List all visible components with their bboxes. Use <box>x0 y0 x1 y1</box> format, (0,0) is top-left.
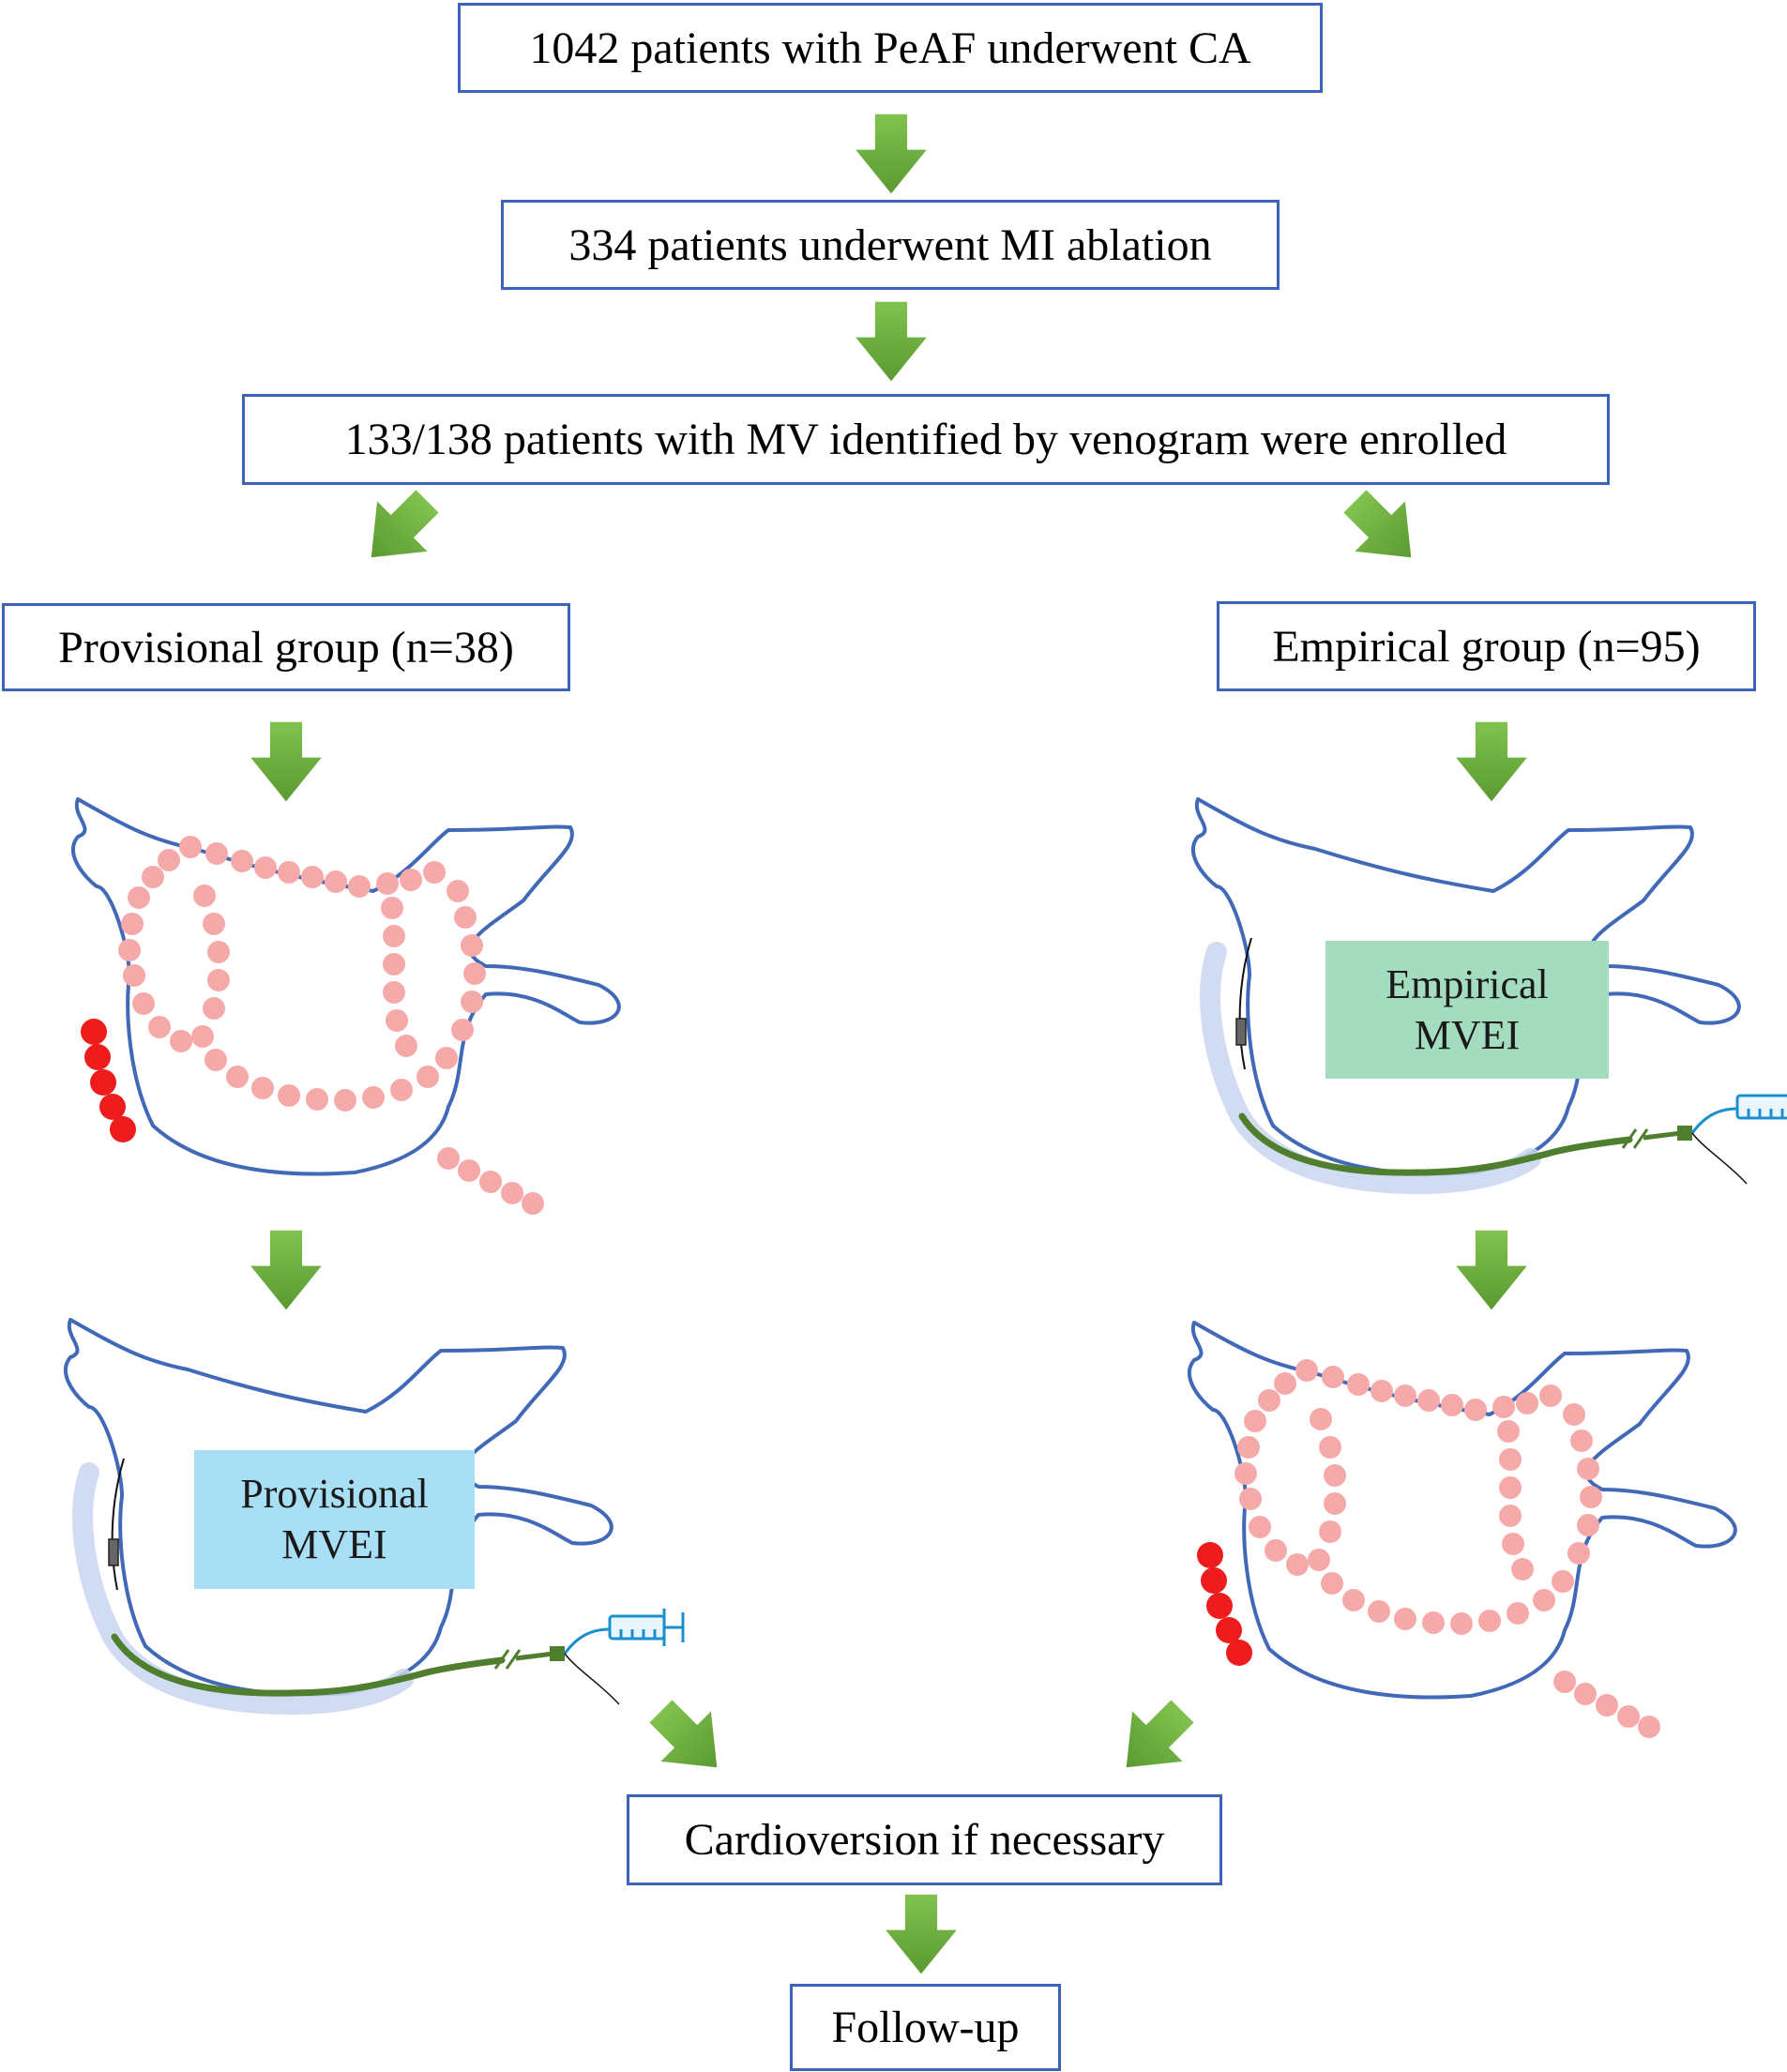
arrow-down-1 <box>856 113 927 194</box>
provisional-ablation-atrium <box>70 797 621 1217</box>
provisional-mvei-line1: Provisional <box>240 1471 429 1517</box>
step-mv-enrolled: 133/138 patients with MV identified by v… <box>242 394 1610 485</box>
arrow-down-2 <box>856 301 927 382</box>
step-mi-ablation: 334 patients underwent MI ablation <box>501 200 1280 290</box>
empirical-ablation-atrium <box>1187 1321 1737 1740</box>
cardioversion-box: Cardioversion if necessary <box>627 1794 1222 1885</box>
followup-box: Follow-up <box>790 1984 1061 2071</box>
arrow-to-followup <box>886 1894 957 1974</box>
empirical-mvei-line2: MVEI <box>1414 1011 1521 1058</box>
empirical-mvei-label: Empirical MVEI <box>1325 941 1609 1079</box>
arrow-provisional-2 <box>250 1230 322 1310</box>
step-ca-patients: 1042 patients with PeAF underwent CA <box>458 3 1323 93</box>
arrow-empirical-1 <box>1456 721 1527 802</box>
provisional-mvei-label: Provisional MVEI <box>194 1450 475 1589</box>
provisional-mvei-line2: MVEI <box>281 1521 387 1567</box>
provisional-group-box: Provisional group (n=38) <box>2 603 570 691</box>
arrow-provisional-to-cardioversion <box>635 1686 743 1793</box>
empirical-mvei-line1: Empirical <box>1386 960 1549 1007</box>
arrow-provisional-1 <box>250 721 322 802</box>
arrow-empirical-2 <box>1456 1230 1527 1310</box>
arrow-to-empirical <box>1329 476 1437 583</box>
arrow-to-provisional <box>345 476 453 583</box>
empirical-group-box: Empirical group (n=95) <box>1217 601 1756 691</box>
arrow-empirical-to-cardioversion <box>1100 1686 1208 1793</box>
